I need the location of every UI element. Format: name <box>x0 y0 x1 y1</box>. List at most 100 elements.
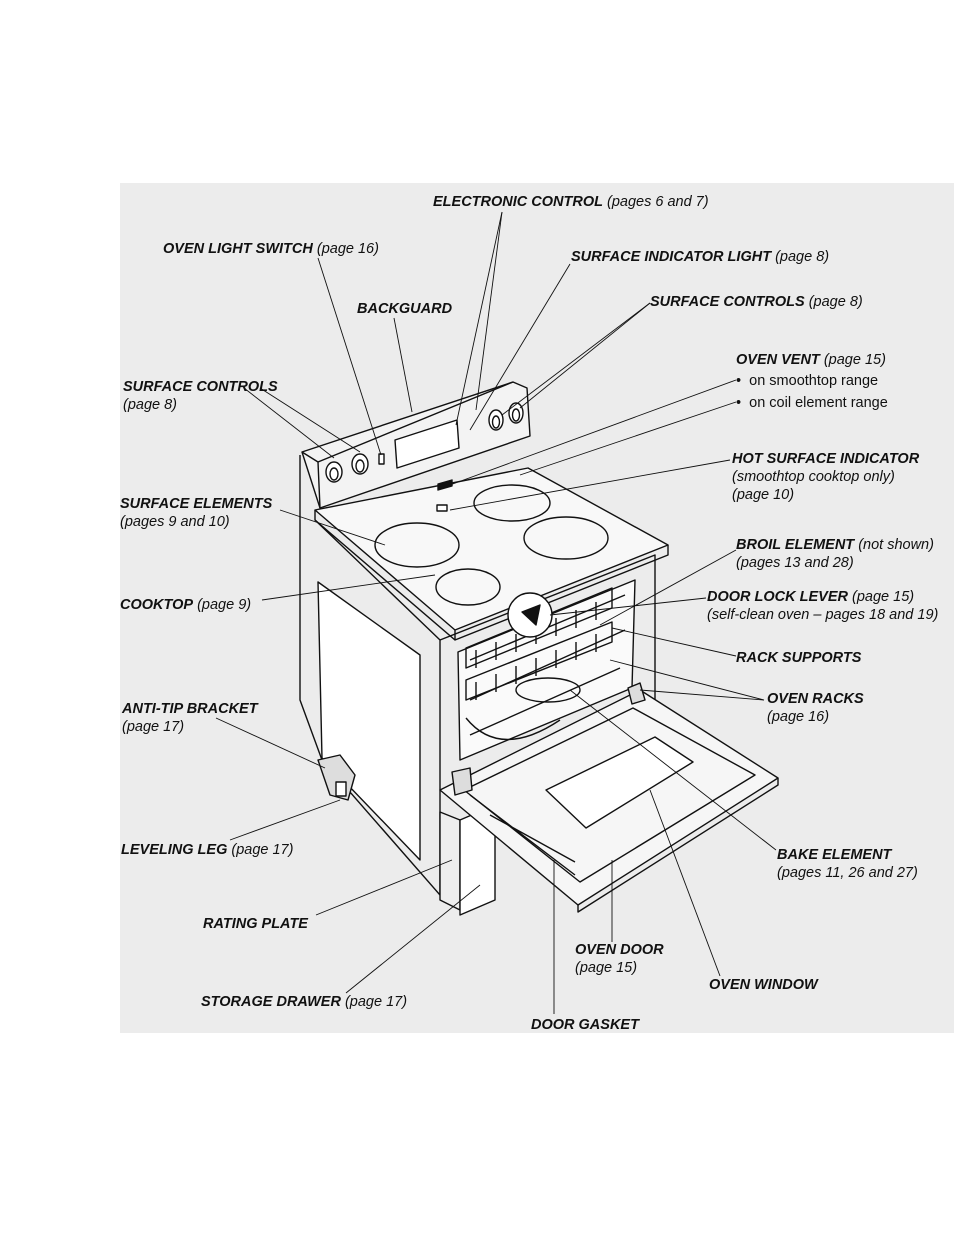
surface-elements-name: SURFACE ELEMENTS <box>120 496 273 512</box>
door-gasket-name: DOOR GASKET <box>531 1017 639 1033</box>
broil-element-name: BROIL ELEMENT <box>736 537 855 553</box>
surface-indicator-light-ref: (page 8) <box>775 249 830 265</box>
cooktop-name: COOKTOP <box>120 597 194 613</box>
leveling-leg-ref: (page 17) <box>231 842 294 858</box>
label-bake-element: BAKE ELEMENT (pages 11, 26 and 27) <box>777 846 918 882</box>
door-lock-lever-name: DOOR LOCK LEVER <box>707 589 848 605</box>
leader-backguard <box>393 317 413 413</box>
hot-surface-indicator-sub1: (smoothtop cooktop only) <box>732 469 895 485</box>
leader-oven-window <box>649 789 721 977</box>
oven-racks-name: OVEN RACKS <box>767 691 864 707</box>
label-rack-supports: RACK SUPPORTS <box>736 649 861 667</box>
label-storage-drawer: STORAGE DRAWER (page 17) <box>201 993 407 1011</box>
leader-surface-controls-right <box>501 302 651 416</box>
leader-surface-elements <box>279 509 386 546</box>
bullet-icon: • <box>736 395 742 411</box>
leader-surface-controls-left <box>243 387 335 459</box>
leader-oven-vent-2 <box>519 401 737 476</box>
label-door-gasket: DOOR GASKET <box>531 1016 639 1034</box>
bullet-icon: • <box>736 373 742 389</box>
label-oven-vent: OVEN VENT (page 15) <box>736 351 886 369</box>
range-side-panel <box>299 455 441 896</box>
oven-vent-ref: (page 15) <box>823 352 886 368</box>
label-oven-racks: OVEN RACKS (page 16) <box>767 690 864 726</box>
anti-tip-bracket-name: ANTI-TIP BRACKET <box>122 701 258 717</box>
oven-door-illustration <box>439 682 779 913</box>
label-oven-window: OVEN WINDOW <box>709 976 818 994</box>
leader-surface-indicator-light <box>469 263 571 431</box>
storage-drawer-name: STORAGE DRAWER <box>201 994 341 1010</box>
label-surface-controls-right: SURFACE CONTROLS (page 8) <box>650 293 863 311</box>
label-leveling-leg: LEVELING LEG (page 17) <box>121 841 293 859</box>
leader-door-lock-lever <box>549 597 707 616</box>
leader-surface-controls-right-2 <box>519 302 651 409</box>
label-oven-light-switch: OVEN LIGHT SWITCH (page 16) <box>163 240 379 258</box>
leader-oven-racks <box>609 659 765 701</box>
leader-rating-plate <box>315 859 453 916</box>
oven-light-switch-ref: (page 16) <box>316 241 379 257</box>
leader-electronic-control <box>455 211 503 426</box>
label-door-lock-lever: DOOR LOCK LEVER (page 15) (self-clean ov… <box>707 588 938 624</box>
backguard-name: BACKGUARD <box>357 301 453 317</box>
surface-controls-left-name: SURFACE CONTROLS <box>123 379 278 395</box>
oven-vent-name: OVEN VENT <box>736 352 820 368</box>
oven-door-ref: (page 15) <box>575 960 638 976</box>
surface-controls-left-ref: (page 8) <box>123 397 178 413</box>
surface-indicator-light-name: SURFACE INDICATOR LIGHT <box>571 249 772 265</box>
electronic-control-name: ELECTRONIC CONTROL <box>433 194 603 210</box>
label-hot-surface-indicator: HOT SURFACE INDICATOR (smoothtop cooktop… <box>732 450 919 504</box>
door-lock-lever-ref: (page 15) <box>852 589 915 605</box>
leader-rack-supports <box>611 627 737 657</box>
broil-element-ref: (not shown) <box>858 537 934 553</box>
storage-drawer-ref: (page 17) <box>344 994 408 1010</box>
oven-door-name: OVEN DOOR <box>575 942 664 958</box>
rack-supports-name: RACK SUPPORTS <box>736 650 862 666</box>
oven-light-switch-name: OVEN LIGHT SWITCH <box>163 241 313 257</box>
anti-tip-bracket-illustration <box>317 754 356 801</box>
cooktop-illustration <box>314 467 669 641</box>
oven-vent-bullet-2-text: on coil element range <box>749 395 888 411</box>
leader-hot-surface-indicator <box>449 459 731 511</box>
anti-tip-bracket-ref: (page 17) <box>122 719 185 735</box>
electronic-control-ref: (pages 6 and 7) <box>607 194 709 210</box>
surface-controls-right-name: SURFACE CONTROLS <box>650 294 805 310</box>
label-backguard: BACKGUARD <box>357 300 452 318</box>
leader-oven-racks-2 <box>639 689 765 701</box>
surface-controls-right-ref: (page 8) <box>808 294 863 310</box>
leader-leveling-leg <box>229 799 341 841</box>
leader-surface-controls-left-2 <box>259 387 361 453</box>
label-rating-plate: RATING PLATE <box>203 915 308 933</box>
label-broil-element: BROIL ELEMENT (not shown) (pages 13 and … <box>736 536 934 572</box>
knob-icons <box>325 402 524 483</box>
rating-plate-name: RATING PLATE <box>203 916 308 932</box>
oven-vent-bullet-2: • on coil element range <box>736 394 888 412</box>
label-cooktop: COOKTOP (page 9) <box>120 596 251 614</box>
label-anti-tip-bracket: ANTI-TIP BRACKET (page 17) <box>122 700 258 736</box>
leader-cooktop <box>261 574 436 601</box>
leader-bake-element <box>569 689 777 851</box>
leader-oven-vent-1 <box>449 379 737 486</box>
leader-electronic-control-2 <box>475 211 503 411</box>
hot-surface-indicator-name: HOT SURFACE INDICATOR <box>732 451 920 467</box>
oven-vent-bullet-1-text: on smoothtop range <box>749 373 879 389</box>
leader-broil-element <box>599 549 737 626</box>
label-surface-elements: SURFACE ELEMENTS (pages 9 and 10) <box>120 495 272 531</box>
label-surface-indicator-light: SURFACE INDICATOR LIGHT (page 8) <box>571 248 829 266</box>
surface-elements-ref: (pages 9 and 10) <box>120 514 230 530</box>
oven-racks-ref: (page 16) <box>767 709 830 725</box>
label-electronic-control: ELECTRONIC CONTROL (pages 6 and 7) <box>433 193 709 211</box>
leader-oven-light-switch <box>317 257 382 456</box>
cooktop-ref: (page 9) <box>197 597 252 613</box>
hot-surface-indicator-sub2: (page 10) <box>732 487 795 503</box>
label-surface-controls-left: SURFACE CONTROLS (page 8) <box>123 378 278 414</box>
door-lock-lever-sub: (self-clean oven – pages 18 and 19) <box>707 607 939 623</box>
leader-anti-tip-bracket <box>215 717 326 769</box>
oven-window-name: OVEN WINDOW <box>709 977 818 993</box>
bake-element-ref: (pages 11, 26 and 27) <box>777 865 918 881</box>
broil-element-sub: (pages 13 and 28) <box>736 555 854 571</box>
bake-element-name: BAKE ELEMENT <box>777 847 892 863</box>
oven-vent-bullet-1: • on smoothtop range <box>736 372 878 390</box>
leader-storage-drawer <box>345 884 481 994</box>
label-oven-door: OVEN DOOR (page 15) <box>575 941 664 977</box>
